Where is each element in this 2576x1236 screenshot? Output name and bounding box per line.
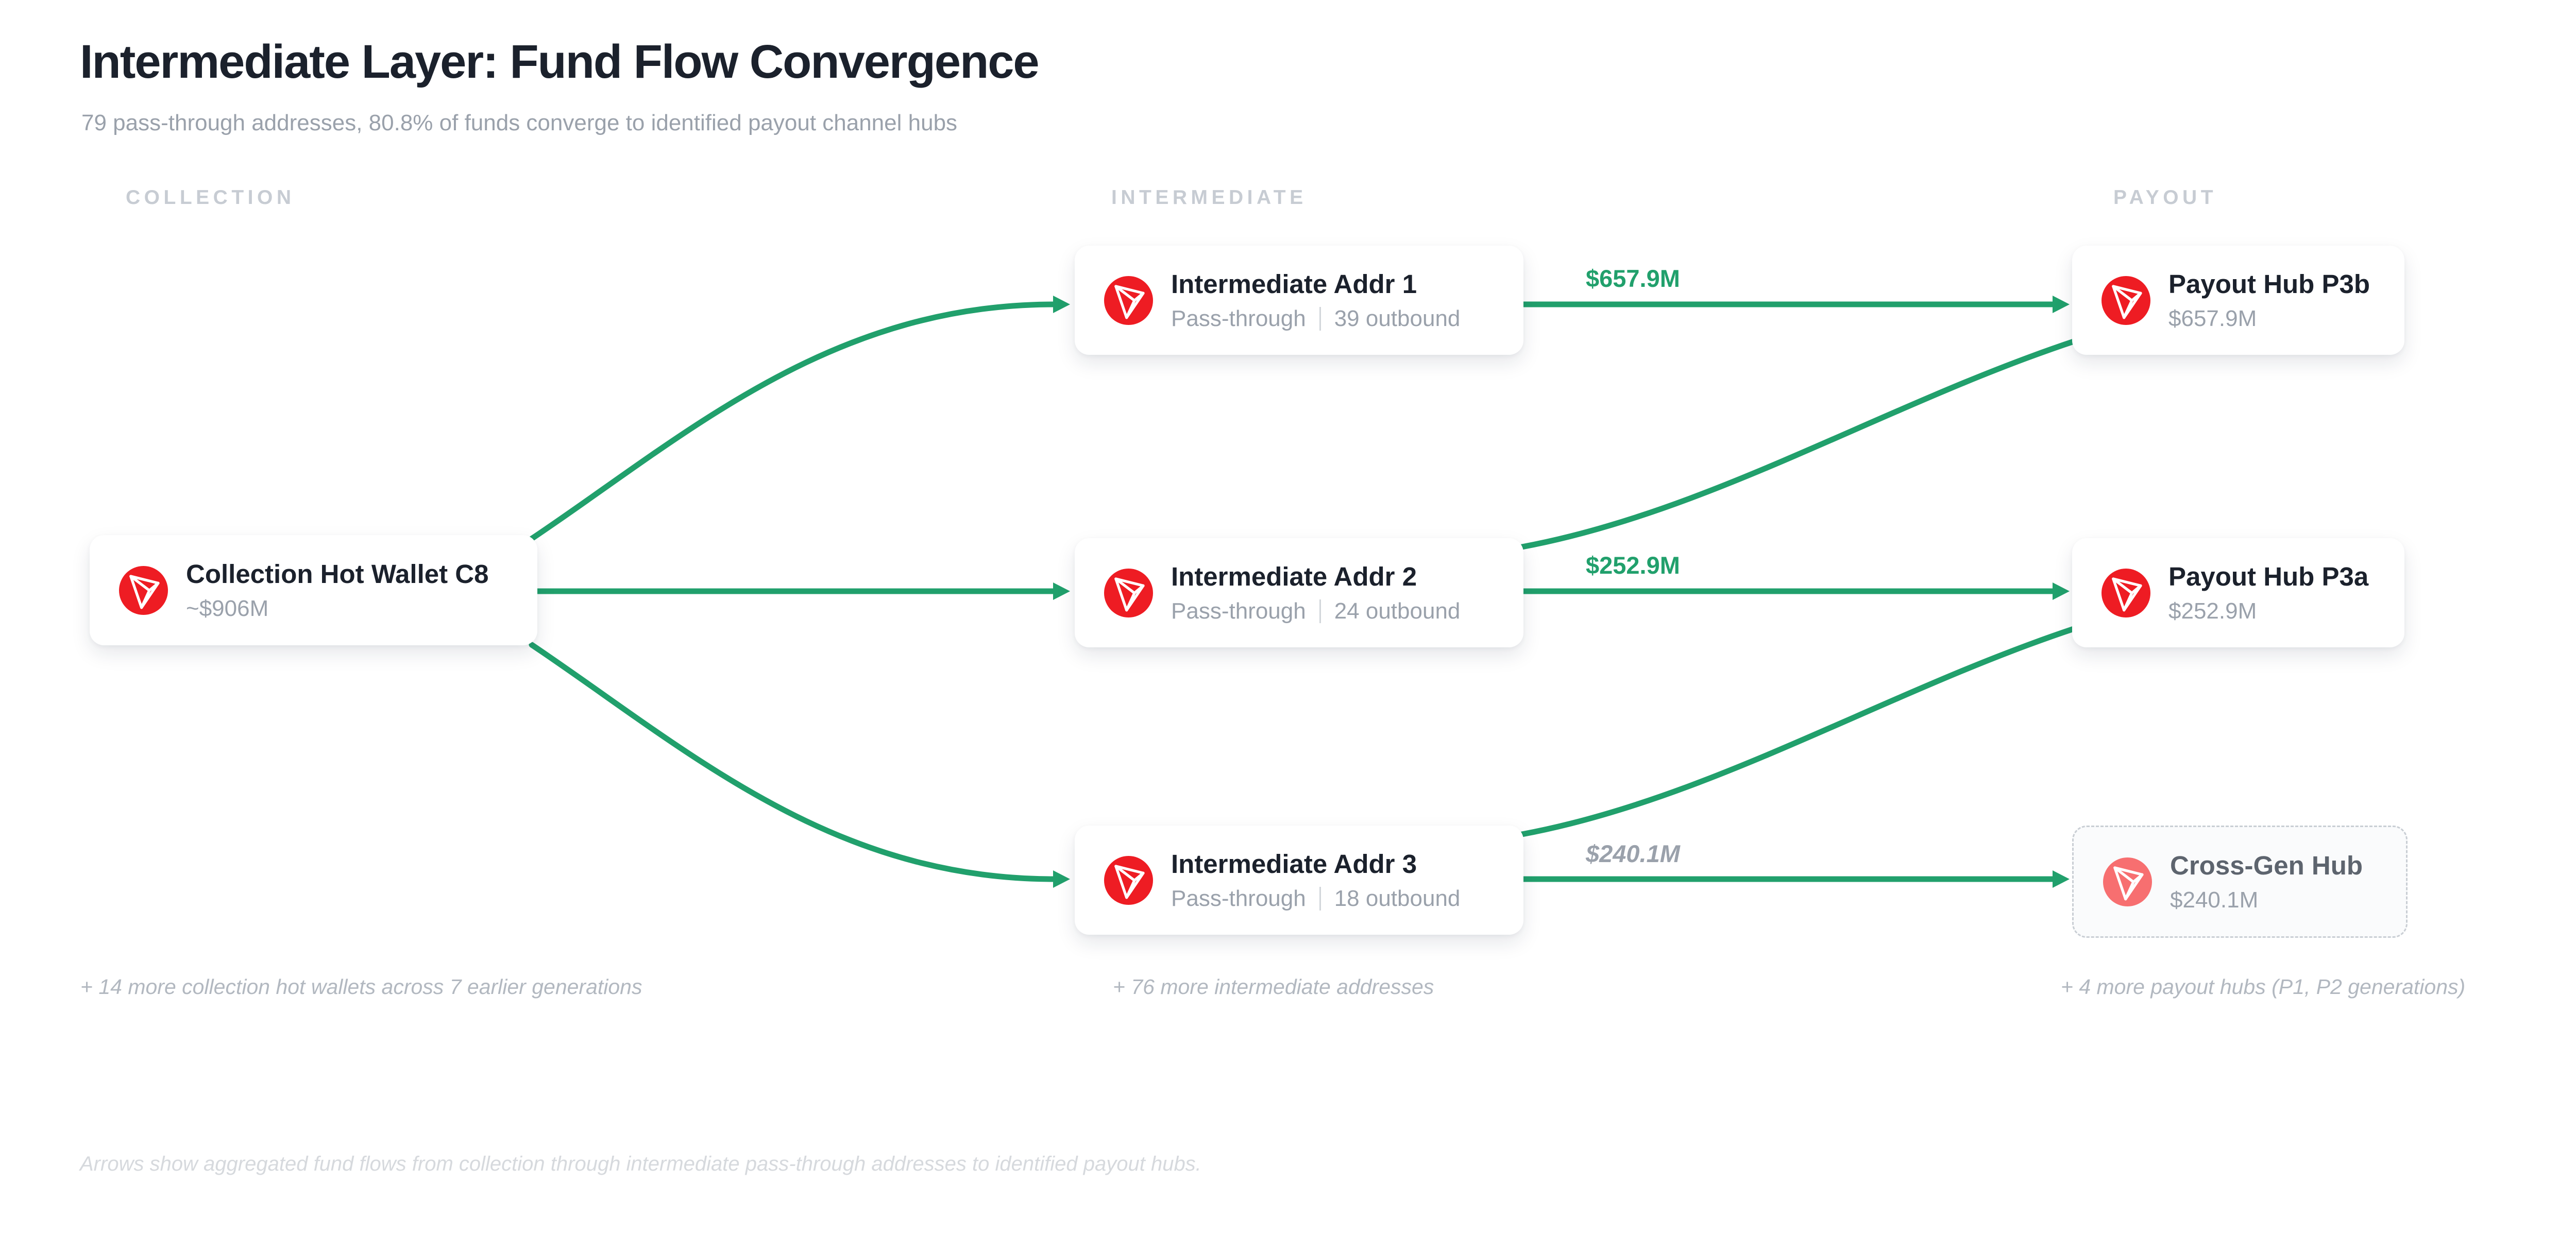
node-outbound: 18 outbound	[1334, 886, 1461, 911]
column-label-payout: PAYOUT	[2113, 186, 2217, 209]
meta-divider	[1319, 887, 1321, 911]
diagram-caption: Arrows show aggregated fund flows from c…	[80, 1153, 1201, 1175]
tron-icon	[2102, 568, 2150, 617]
node-status: Pass-through	[1171, 886, 1306, 911]
meta-divider	[1319, 307, 1321, 331]
flow-amount-int1-p3b: $657.9M	[1586, 265, 1680, 292]
node-subtitle: $252.9M	[2168, 598, 2257, 624]
node-subtitle: $240.1M	[2170, 887, 2259, 913]
node-subtitle: $657.9M	[2168, 306, 2257, 331]
tron-icon	[1104, 276, 1153, 325]
node-title: Intermediate Addr 1	[1171, 269, 1417, 299]
node-intermediate-addr-3[interactable]: Intermediate Addr 3 Pass-through 18 outb…	[1075, 826, 1523, 935]
column-label-intermediate: INTERMEDIATE	[1111, 186, 1307, 209]
page-subtitle: 79 pass-through addresses, 80.8% of fund…	[81, 110, 958, 135]
tron-icon	[1104, 855, 1153, 905]
node-title: Collection Hot Wallet C8	[186, 559, 489, 589]
node-meta: Pass-through 24 outbound	[1171, 598, 1460, 624]
arrow-int3-to-p3a	[1519, 625, 2078, 837]
tron-icon	[1104, 568, 1153, 617]
node-title: Payout Hub P3b	[2168, 269, 2370, 299]
node-title: Cross-Gen Hub	[2170, 851, 2363, 880]
node-intermediate-addr-1[interactable]: Intermediate Addr 1 Pass-through 39 outb…	[1075, 246, 1523, 355]
tron-icon	[2102, 276, 2150, 325]
flow-amount-int2-p3a: $252.9M	[1586, 552, 1680, 579]
node-intermediate-addr-2[interactable]: Intermediate Addr 2 Pass-through 24 outb…	[1075, 538, 1523, 647]
node-status: Pass-through	[1171, 306, 1306, 331]
arrow-int2-to-p3b	[1519, 338, 2078, 550]
node-title: Intermediate Addr 2	[1171, 562, 1417, 591]
node-status: Pass-through	[1171, 598, 1306, 624]
column-label-collection: COLLECTION	[126, 186, 295, 209]
footnote-intermediate: + 76 more intermediate addresses	[1113, 975, 1434, 999]
flow-amount-int3-crossgen: $240.1M	[1586, 840, 1680, 867]
node-title: Payout Hub P3a	[2168, 562, 2369, 591]
arrow-c8-to-int3	[529, 642, 1070, 888]
node-payout-hub-p3a[interactable]: Payout Hub P3a $252.9M	[2072, 538, 2404, 647]
node-collection-hot-wallet-c8[interactable]: Collection Hot Wallet C8 ~$906M	[90, 535, 537, 645]
node-subtitle: ~$906M	[186, 596, 269, 621]
node-title: Intermediate Addr 3	[1171, 849, 1417, 879]
node-outbound: 24 outbound	[1334, 598, 1461, 624]
node-cross-gen-hub[interactable]: Cross-Gen Hub $240.1M	[2072, 826, 2408, 938]
node-outbound: 39 outbound	[1334, 306, 1461, 331]
footnote-collection: + 14 more collection hot wallets across …	[80, 975, 642, 999]
page-title: Intermediate Layer: Fund Flow Convergenc…	[80, 36, 1040, 88]
tron-icon-faded	[2103, 857, 2152, 906]
node-payout-hub-p3b[interactable]: Payout Hub P3b $657.9M	[2072, 246, 2404, 355]
arrow-c8-to-int1	[529, 296, 1070, 542]
node-meta: Pass-through 39 outbound	[1171, 306, 1460, 332]
tron-icon	[119, 565, 168, 615]
footnote-payout: + 4 more payout hubs (P1, P2 generations…	[2061, 975, 2466, 999]
meta-divider	[1319, 599, 1321, 623]
node-meta: Pass-through 18 outbound	[1171, 886, 1460, 912]
